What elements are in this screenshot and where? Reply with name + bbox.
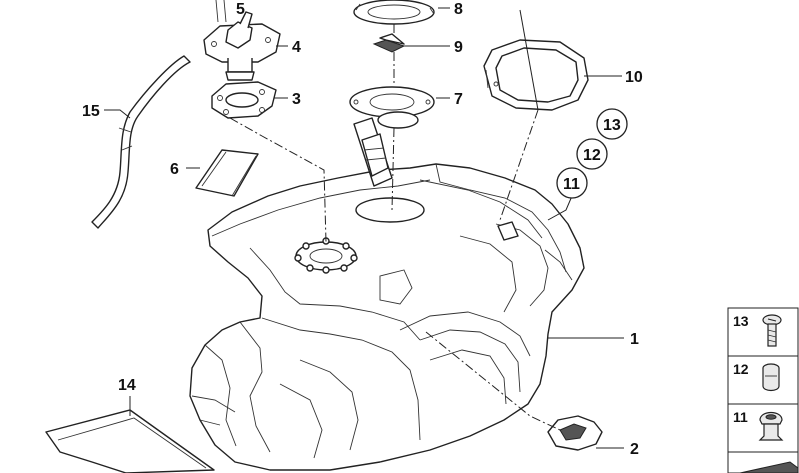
retaining-clip xyxy=(372,33,406,53)
fastener-key-panel: 13 12 11 xyxy=(727,307,799,473)
callout-12-circled: 12 xyxy=(576,138,608,170)
key-number-12: 12 xyxy=(733,361,749,377)
plug-icon xyxy=(762,363,780,392)
callout-3: 3 xyxy=(292,91,301,108)
callout-4: 4 xyxy=(292,39,301,56)
fuel-tank xyxy=(189,163,585,471)
large-ring xyxy=(483,39,589,111)
callout-6: 6 xyxy=(170,161,179,178)
bolt-icon xyxy=(762,314,782,347)
callout-1: 1 xyxy=(630,331,639,348)
callout-8: 8 xyxy=(454,1,463,18)
gasket-ring xyxy=(211,81,277,119)
callout-10: 10 xyxy=(625,69,643,86)
callout-13-circled: 13 xyxy=(596,108,628,140)
key-number-13: 13 xyxy=(733,313,749,329)
sender-unit xyxy=(349,86,435,187)
grommet-icon xyxy=(758,411,784,441)
svg-text:12: 12 xyxy=(583,147,601,164)
callout-2: 2 xyxy=(630,441,639,458)
wedge-shape xyxy=(739,461,799,473)
callout-15: 15 xyxy=(82,103,100,120)
callout-7: 7 xyxy=(454,91,463,108)
svg-text:11: 11 xyxy=(563,176,580,193)
drain-cover xyxy=(547,415,603,451)
callout-5: 5 xyxy=(236,1,245,18)
vent-hose xyxy=(91,55,191,229)
callout-9: 9 xyxy=(454,39,463,56)
lock-ring xyxy=(353,0,435,25)
pump-flange xyxy=(203,0,281,81)
foam-pad xyxy=(195,149,259,197)
svg-text:13: 13 xyxy=(603,117,621,134)
protection-mat xyxy=(45,409,215,473)
key-number-11: 11 xyxy=(733,409,748,425)
callout-11-circled: 11 xyxy=(556,167,588,199)
callout-14: 14 xyxy=(118,377,136,394)
